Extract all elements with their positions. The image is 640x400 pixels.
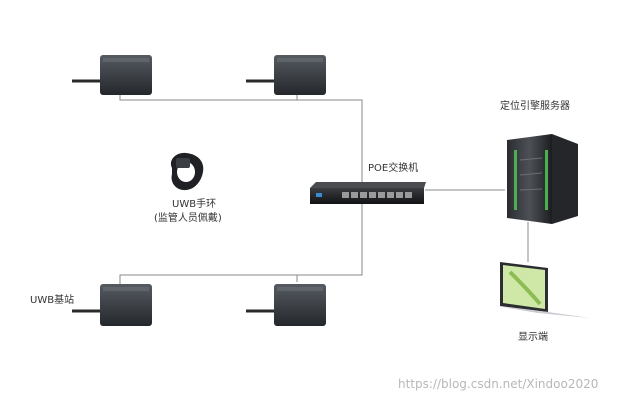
bottom-bus-line (119, 200, 363, 285)
positioning-server (507, 134, 578, 224)
uwb-base-station-bottom-left (72, 284, 152, 326)
display-label: 显示端 (518, 330, 548, 343)
watermark-text: https://blog.csdn.net/Xindoo2020 (398, 377, 598, 391)
base-station-icon (100, 284, 152, 326)
base-station-icon (100, 55, 152, 95)
wristband-sublabel: (监管人员佩戴) (154, 211, 222, 224)
display-laptop (496, 262, 590, 318)
uwb-base-station-bottom-right (246, 284, 326, 326)
base-station-icon (274, 55, 326, 95)
base-station-label: UWB基站 (30, 293, 74, 306)
uwb-base-station-top-left (72, 55, 152, 95)
switch-ports (342, 192, 412, 198)
server-icon (507, 134, 552, 224)
base-station-icon (274, 284, 326, 326)
switch-top-face (310, 182, 426, 188)
uwb-base-station-top-right (246, 55, 326, 95)
server-led-strip (514, 150, 517, 210)
switch-label: POE交换机 (368, 161, 418, 174)
connection-lines (119, 95, 529, 285)
uwb-wristband (170, 152, 204, 191)
server-label: 定位引擎服务器 (500, 99, 570, 112)
wristband-label: UWB手环 (172, 197, 216, 210)
poe-switch (310, 182, 426, 204)
top-bus-line (119, 95, 363, 190)
